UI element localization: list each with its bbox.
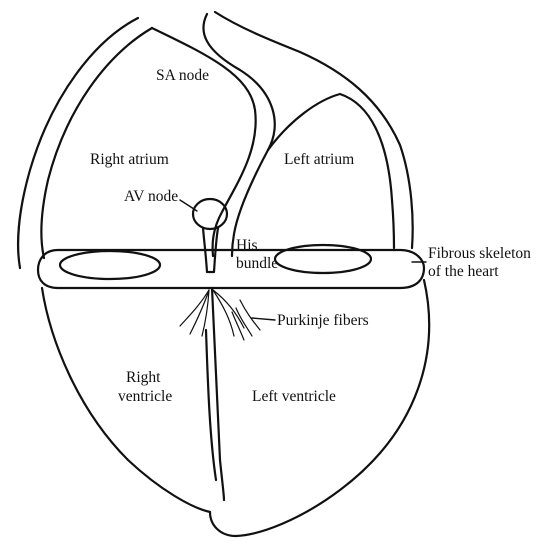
av-node-leader-line [180, 200, 197, 211]
label-av-node: AV node [124, 188, 178, 205]
av-node-his-bundle [180, 199, 227, 272]
purkinje-fiber [236, 308, 252, 336]
label-left-atrium: Left atrium [284, 151, 354, 168]
label-right-ventricle-line1: Right [126, 369, 161, 386]
left-atrium-outer-wall [215, 12, 413, 248]
purkinje-fiber [213, 290, 234, 336]
atrial-septum [152, 14, 275, 256]
right-atrium-inner-wall [41, 28, 152, 258]
right-atrium-wall [18, 18, 152, 268]
label-left-ventricle: Left ventricle [252, 388, 336, 405]
atrial-septum-right-edge [203, 14, 274, 256]
atrial-septum-left-edge [152, 28, 256, 256]
label-fibrous-skeleton-line2: of the heart [428, 263, 499, 280]
label-right-ventricle-line2: ventricle [118, 388, 172, 405]
purkinje-fiber [213, 290, 244, 328]
right-av-valve-ring [60, 251, 160, 279]
label-right-atrium: Right atrium [90, 151, 169, 168]
label-his-bundle-line1: His [236, 237, 258, 254]
purkinje-fibers [180, 290, 275, 340]
label-fibrous-skeleton-line1: Fibrous skeleton [428, 245, 531, 262]
left-atrium-inner-wall [268, 94, 394, 248]
label-purkinje-fibers: Purkinje fibers [277, 312, 369, 329]
ventricle-walls [42, 280, 429, 536]
label-his-bundle-line2: bundle [236, 255, 278, 272]
label-sa-node: SA node [156, 67, 209, 84]
purkinje-fiber [180, 290, 209, 326]
right-atrium-outer-wall [18, 18, 138, 268]
left-atrium-wall [215, 12, 413, 248]
purkinje-leader-line [252, 318, 275, 320]
